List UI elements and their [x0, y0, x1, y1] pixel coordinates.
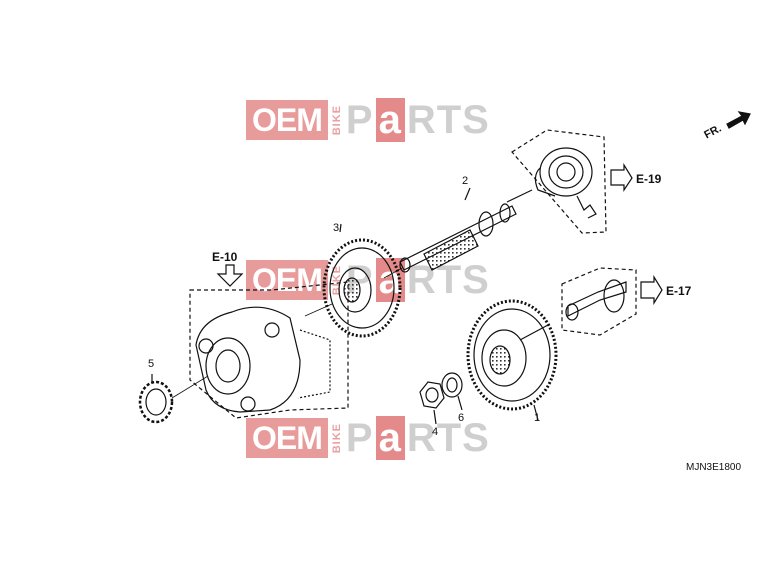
- callout-6: 6: [458, 412, 465, 424]
- watermark-oem: OEM: [246, 100, 328, 140]
- part-5-locknut: [138, 374, 174, 424]
- part-3-gear: [322, 223, 402, 338]
- part-4-nut: [419, 381, 445, 425]
- reference-box-e19: [506, 129, 633, 234]
- reference-label-e17: E-17: [666, 284, 692, 298]
- callout-2: 2: [462, 175, 469, 187]
- reference-label-e19: E-19: [636, 172, 662, 186]
- direction-arrow: [726, 111, 751, 129]
- callout-3: 3: [333, 222, 340, 234]
- watermark-oem: OEM: [246, 260, 328, 300]
- part-1-gear: [466, 299, 558, 421]
- part-2-shaft: [399, 187, 517, 273]
- diagram-code: MJN3E1800: [686, 462, 742, 473]
- callout-1: 1: [534, 412, 541, 424]
- reference-box-e17: [519, 267, 663, 341]
- callout-4: 4: [432, 426, 439, 438]
- reference-box-e10: [189, 264, 349, 419]
- callout-5: 5: [148, 358, 155, 370]
- reference-label-e10: E-10: [212, 250, 238, 264]
- watermark-oem: OEM: [246, 418, 328, 458]
- part-6-washer: [441, 372, 463, 411]
